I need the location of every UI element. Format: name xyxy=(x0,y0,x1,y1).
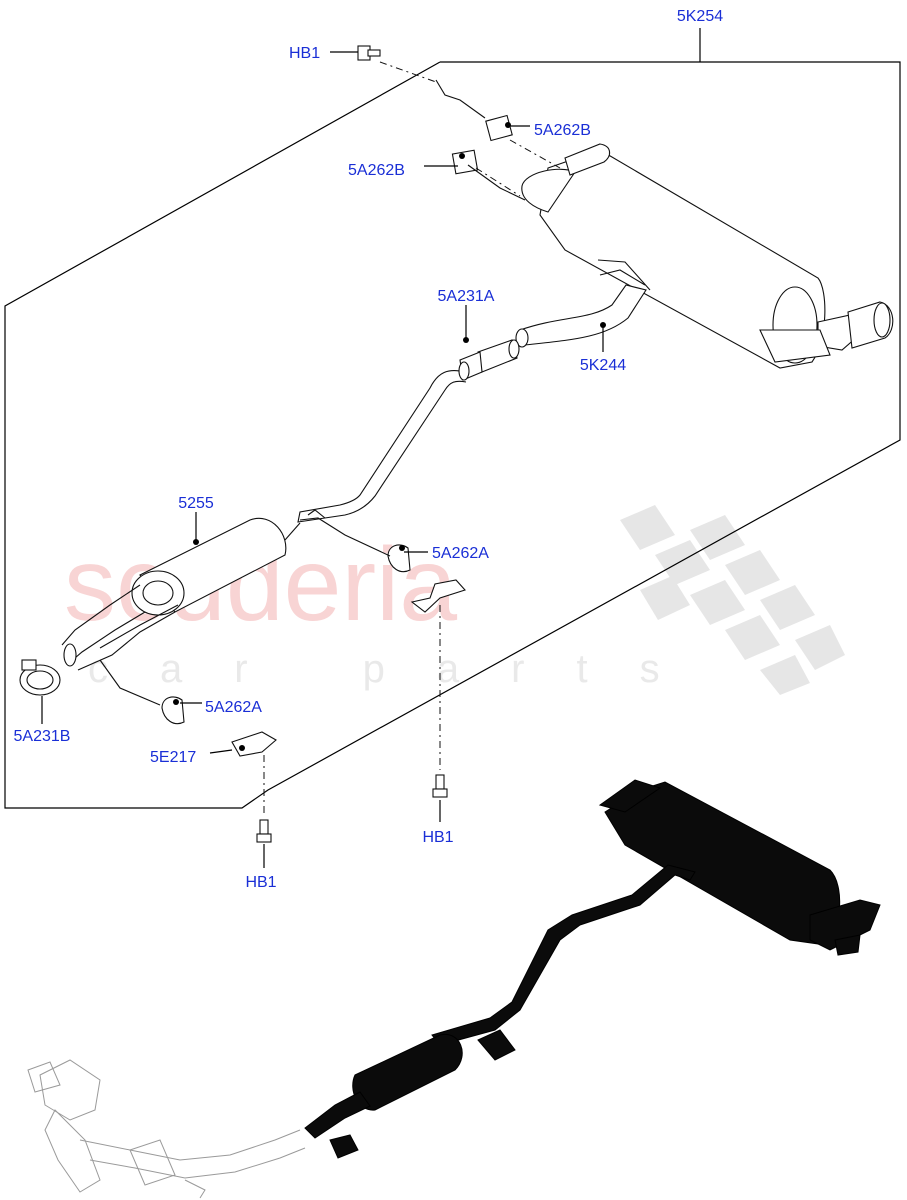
label-5A262B-upper: 5A262B xyxy=(534,122,591,139)
assembly-boundary xyxy=(4,61,901,809)
hanger-rods xyxy=(99,79,526,706)
bolt-hb1-mid xyxy=(432,774,448,798)
bracket-right xyxy=(410,579,466,613)
label-5A231A: 5A231A xyxy=(438,288,495,305)
mount-5A262A-left xyxy=(161,696,185,725)
leader-lines xyxy=(41,51,606,868)
bolt-hb1-top xyxy=(357,45,381,61)
watermark: scuderia car parts xyxy=(64,505,845,695)
label-5255: 5255 xyxy=(178,495,214,512)
callout-labels: 5K254 HB1 5A262B 5A262B 5A231A 5K244 525… xyxy=(14,8,724,891)
mount-5A262B-upper xyxy=(485,114,513,142)
overview-catalyst-outline xyxy=(27,1059,306,1199)
watermark-tagline: car parts xyxy=(88,647,712,691)
label-5K244: 5K244 xyxy=(580,357,626,374)
label-5A262A-right: 5A262A xyxy=(432,545,489,562)
label-5A262A-left: 5A262A xyxy=(205,699,262,716)
label-5E217: 5E217 xyxy=(150,749,196,766)
front-muffler xyxy=(61,517,301,671)
overview-highlighted-system xyxy=(304,779,881,1159)
rear-pipe xyxy=(515,284,647,348)
label-assembly-5K254: 5K254 xyxy=(677,8,723,25)
mount-5A262B-lower xyxy=(451,149,479,175)
label-hb1-top: HB1 xyxy=(289,45,320,62)
clamp-front xyxy=(19,659,61,696)
label-hb1-bottom: HB1 xyxy=(245,874,276,891)
watermark-checker-flag xyxy=(620,505,845,695)
label-hb1-mid: HB1 xyxy=(422,829,453,846)
label-5A262B-lower: 5A262B xyxy=(348,162,405,179)
rear-muffler xyxy=(521,143,894,369)
bolt-hb1-bottom xyxy=(256,819,272,843)
bracket-5E217 xyxy=(231,731,277,757)
mid-pipe xyxy=(297,339,520,523)
label-5A231B: 5A231B xyxy=(14,728,71,745)
alignment-lines xyxy=(263,61,561,815)
